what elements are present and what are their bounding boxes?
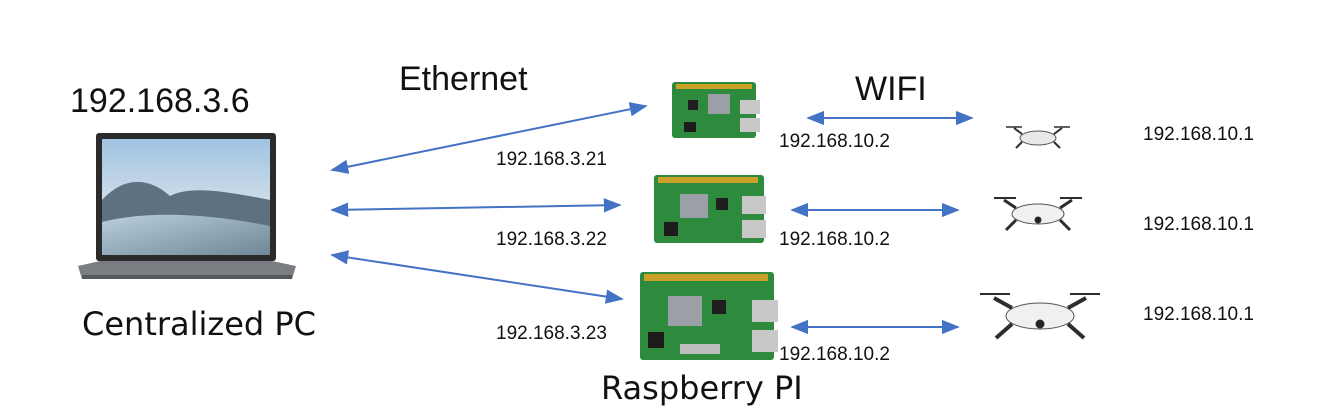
ethernet-arrow-2 bbox=[330, 198, 622, 217]
drone-icon-1 bbox=[1006, 126, 1070, 149]
eth-ip-3: 192.168.3.23 bbox=[496, 323, 607, 344]
raspberry-pi-icon-2 bbox=[654, 175, 766, 243]
drone-icon-2 bbox=[994, 197, 1082, 232]
pi-wifi-ip-3: 192.168.10.2 bbox=[779, 344, 890, 365]
drone-icon-3 bbox=[980, 293, 1100, 340]
ethernet-label: Ethernet bbox=[399, 60, 528, 98]
eth-ip-1: 192.168.3.21 bbox=[496, 149, 607, 170]
ethernet-arrow-3 bbox=[330, 250, 624, 304]
raspberry-pi-icon-3 bbox=[640, 272, 778, 360]
wifi-label: WIFI bbox=[855, 70, 927, 108]
pi-wifi-ip-1: 192.168.10.2 bbox=[779, 131, 890, 152]
wifi-arrows bbox=[790, 110, 974, 335]
eth-ip-2: 192.168.3.22 bbox=[496, 229, 607, 250]
raspberry-caption: Raspberry PI bbox=[601, 369, 803, 407]
pi-wifi-ip-2: 192.168.10.2 bbox=[779, 229, 890, 250]
pc-ip-label: 192.168.3.6 bbox=[70, 82, 250, 120]
drone-ip-3: 192.168.10.1 bbox=[1143, 304, 1254, 325]
drone-ip-1: 192.168.10.1 bbox=[1143, 124, 1254, 145]
drone-ip-2: 192.168.10.1 bbox=[1143, 214, 1254, 235]
ethernet-arrow-1 bbox=[330, 102, 648, 174]
ethernet-arrows bbox=[330, 102, 648, 304]
raspberry-pi-icon-1 bbox=[672, 82, 760, 138]
laptop-icon bbox=[78, 133, 296, 279]
pc-caption: Centralized PC bbox=[82, 305, 317, 343]
